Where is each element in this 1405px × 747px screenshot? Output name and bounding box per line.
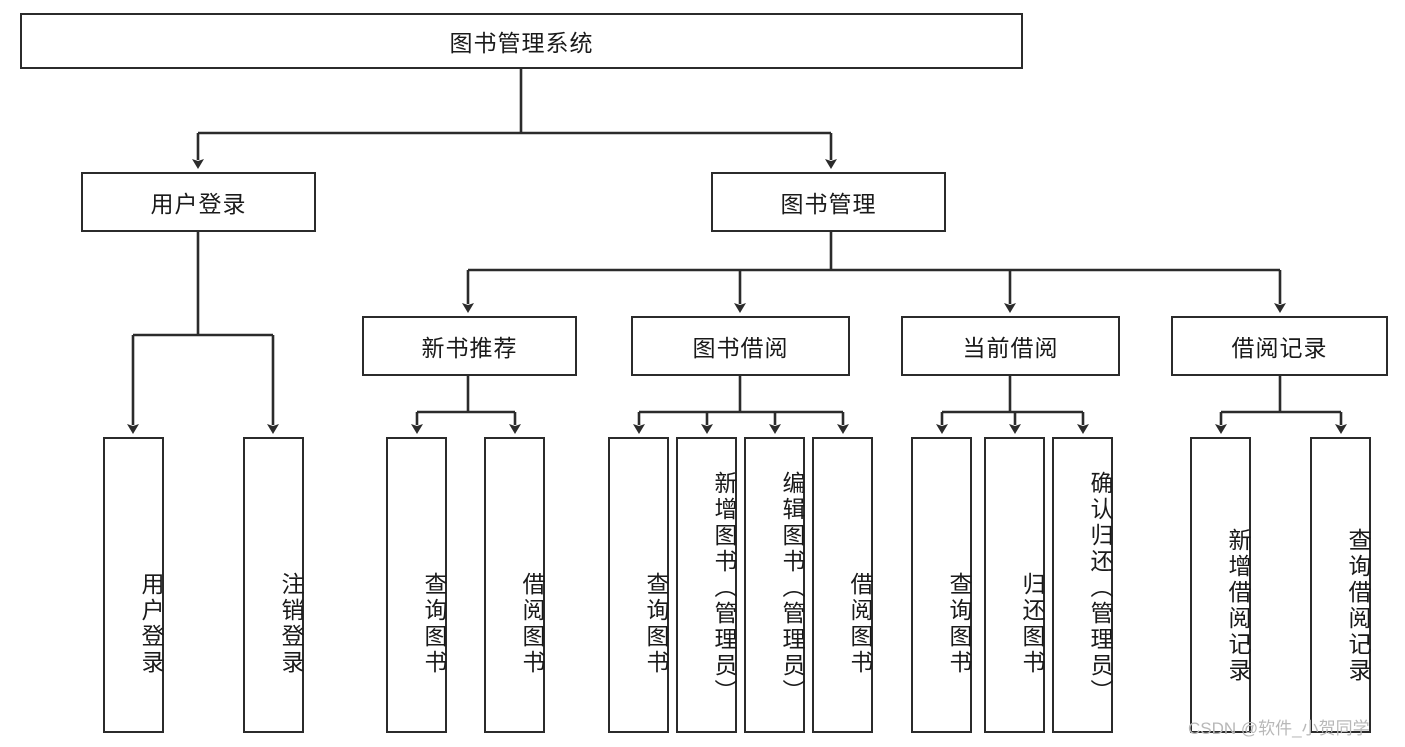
node-root-label: 图书管理系统 xyxy=(449,30,594,56)
node-user-login[interactable]: 用户登录 xyxy=(81,172,316,232)
leaf-add-borrow-record[interactable]: 新增借阅记录 xyxy=(1190,437,1251,733)
leaf-add-book-admin[interactable]: 新增图书（管理员） xyxy=(676,437,737,733)
leaf-logout-login-label: 注销登录 xyxy=(278,572,304,676)
leaf-query-book-current-label: 查询图书 xyxy=(946,572,972,676)
leaf-query-borrow-record[interactable]: 查询借阅记录 xyxy=(1310,437,1371,733)
watermark: CSDN @软件_小贺同学 xyxy=(1188,719,1370,738)
leaf-query-book-current[interactable]: 查询图书 xyxy=(911,437,972,733)
leaf-user-login-label: 用户登录 xyxy=(138,572,164,676)
node-borrow-record-label: 借阅记录 xyxy=(1231,335,1328,361)
leaf-add-borrow-record-label: 新增借阅记录 xyxy=(1225,528,1251,684)
leaf-query-book-newbook-label: 查询图书 xyxy=(421,572,447,676)
node-new-book-recommend[interactable]: 新书推荐 xyxy=(362,316,577,376)
node-book-borrow[interactable]: 图书借阅 xyxy=(631,316,850,376)
node-root[interactable]: 图书管理系统 xyxy=(20,13,1023,69)
node-current-borrow-label: 当前借阅 xyxy=(962,335,1059,361)
node-book-management[interactable]: 图书管理 xyxy=(711,172,946,232)
leaf-borrow-book[interactable]: 借阅图书 xyxy=(812,437,873,733)
leaf-query-book-newbook[interactable]: 查询图书 xyxy=(386,437,447,733)
leaf-borrow-book-label: 借阅图书 xyxy=(847,572,873,676)
leaf-add-book-admin-label: 新增图书（管理员） xyxy=(711,471,737,705)
leaf-logout-login[interactable]: 注销登录 xyxy=(243,437,304,733)
node-user-login-label: 用户登录 xyxy=(150,191,247,217)
leaf-edit-book-admin-label: 编辑图书（管理员） xyxy=(779,471,805,705)
leaf-query-borrow-record-label: 查询借阅记录 xyxy=(1345,528,1371,684)
leaf-query-book-borrow-label: 查询图书 xyxy=(643,572,669,676)
node-new-book-recommend-label: 新书推荐 xyxy=(421,335,518,361)
leaf-confirm-return-admin-label: 确认归还（管理员） xyxy=(1087,471,1113,705)
leaf-edit-book-admin[interactable]: 编辑图书（管理员） xyxy=(744,437,805,733)
leaf-borrow-book-newbook[interactable]: 借阅图书 xyxy=(484,437,545,733)
leaf-user-login[interactable]: 用户登录 xyxy=(103,437,164,733)
leaf-confirm-return-admin[interactable]: 确认归还（管理员） xyxy=(1052,437,1113,733)
leaf-return-book[interactable]: 归还图书 xyxy=(984,437,1045,733)
node-book-borrow-label: 图书借阅 xyxy=(692,335,789,361)
node-current-borrow[interactable]: 当前借阅 xyxy=(901,316,1120,376)
leaf-return-book-label: 归还图书 xyxy=(1019,572,1045,676)
node-book-management-label: 图书管理 xyxy=(780,191,877,217)
node-borrow-record[interactable]: 借阅记录 xyxy=(1171,316,1388,376)
leaf-borrow-book-newbook-label: 借阅图书 xyxy=(519,572,545,676)
leaf-query-book-borrow[interactable]: 查询图书 xyxy=(608,437,669,733)
